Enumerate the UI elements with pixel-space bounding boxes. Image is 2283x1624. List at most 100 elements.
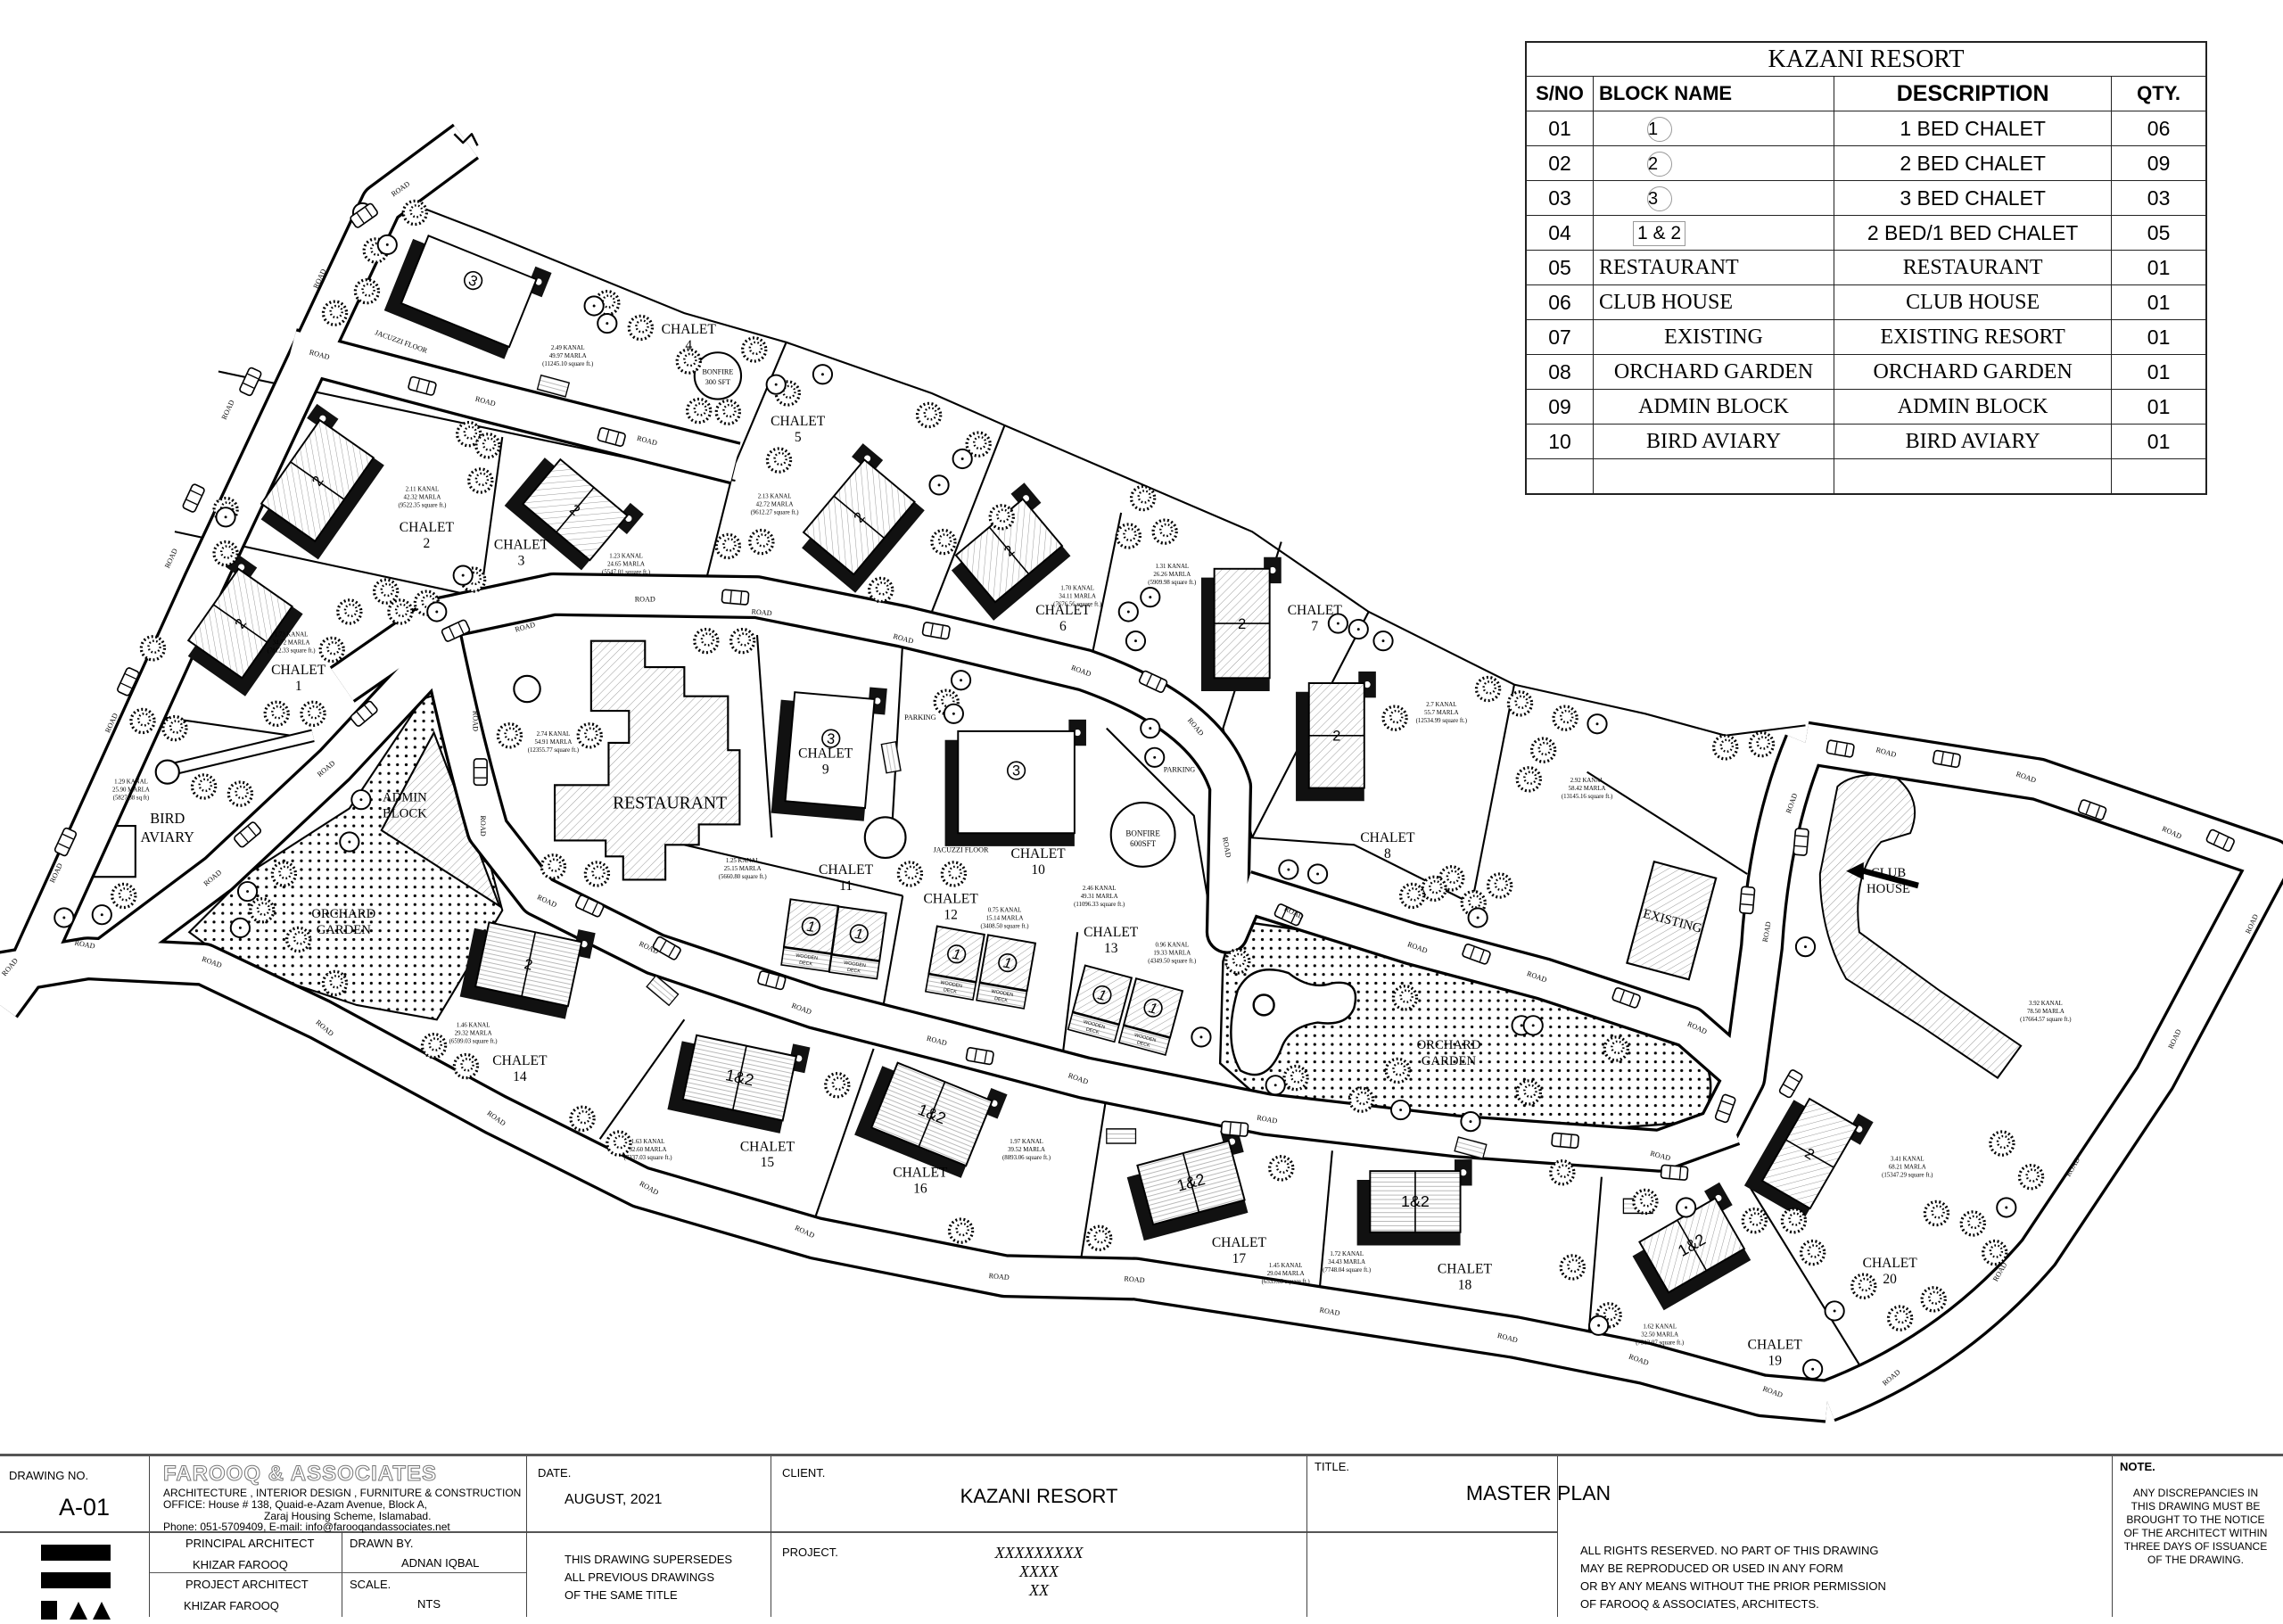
- plot-area-marla: 42.72 MARLA: [756, 502, 794, 508]
- plot-area-kanal: 2.49 KANAL: [551, 345, 585, 351]
- building-footprint: [978, 934, 1037, 992]
- tree-icon: [1282, 1064, 1309, 1092]
- club-house-building: [1818, 773, 2023, 1079]
- building-outdoor-slab: [667, 1041, 783, 1134]
- car-icon: [1739, 886, 1756, 915]
- row-description: 2 BED/1 BED CHALET: [1834, 215, 2113, 251]
- chalet-building: 3: [944, 719, 1086, 846]
- building-footprint: [784, 691, 876, 810]
- tree-icon: [456, 421, 482, 448]
- road-surface: [286, 331, 740, 482]
- tree-icon: [161, 714, 188, 742]
- row-block-name: 1: [1592, 111, 1835, 146]
- stairs: [1454, 1136, 1488, 1159]
- row-sno: 07: [1525, 319, 1594, 355]
- tree-icon: [2017, 1163, 2045, 1191]
- building-number: 1: [806, 919, 816, 936]
- bonfire-label: BONFIRE: [702, 368, 733, 376]
- row-qty: 01: [2111, 284, 2207, 320]
- chalet-building: 3: [383, 235, 552, 359]
- building-outdoor-slab: [504, 458, 590, 571]
- building-outdoor-slab: [802, 501, 925, 593]
- car-icon: [652, 936, 681, 960]
- rights-line-1: ALL RIGHTS RESERVED. NO PART OF THIS DRA…: [1580, 1544, 1879, 1557]
- plot-area-marla: 68.21 MARLA: [1889, 1165, 1926, 1171]
- plot-area-marla: 34.43 MARLA: [1328, 1259, 1365, 1265]
- plot-area-sqft: (5827.88 sq ft): [113, 796, 149, 802]
- chalet-number: 12: [944, 908, 957, 923]
- car-icon: [1714, 1093, 1736, 1124]
- plot-boundary-line: [734, 342, 787, 464]
- plot-area-marla: 34.11 MARLA: [1059, 593, 1096, 599]
- row-block-name: RESTAURANT: [1592, 250, 1835, 285]
- orchard-garden-label: ORCHARD: [1417, 1038, 1481, 1052]
- stairs: [880, 741, 902, 774]
- plot-area-marla: 55.7 MARLA: [1424, 710, 1458, 716]
- tree-icon: [372, 578, 400, 605]
- bonfire-size: 600SFT: [1130, 839, 1156, 848]
- car-icon: [239, 367, 262, 397]
- shrub-icon: [1794, 936, 1817, 958]
- header-description: DESCRIPTION: [1834, 76, 2113, 111]
- row-block-name: 1 & 2: [1592, 215, 1835, 251]
- plot-area-kanal: 2.7 KANAL: [1426, 702, 1456, 708]
- building-outdoor-slab: [1356, 1179, 1461, 1246]
- wooden-deck-label: WOODEN: [940, 980, 963, 989]
- plot-area-kanal: 1.31 KANAL: [1155, 564, 1189, 570]
- shrub-icon: [426, 601, 448, 622]
- row-qty: 01: [2111, 319, 2207, 355]
- plot-area-sqft: (7337.03 square ft.): [624, 1155, 672, 1161]
- chalet-label: CHALET: [400, 520, 455, 535]
- chalet-number: 7: [1311, 619, 1318, 634]
- existing-resort-building: [1626, 860, 1718, 981]
- car-icon: [1793, 828, 1809, 856]
- tree-icon: [1886, 1305, 1914, 1331]
- row-qty: 01: [2111, 354, 2207, 390]
- chalet-label: CHALET: [662, 322, 717, 337]
- tree-icon: [988, 504, 1015, 531]
- chalet-label: CHALET: [494, 538, 549, 553]
- shrub-icon: [583, 295, 605, 317]
- tree-icon: [965, 431, 992, 458]
- row-description: ORCHARD GARDEN: [1834, 354, 2113, 390]
- chalet-label: CHALET: [771, 414, 826, 429]
- building-number: 1: [1147, 1000, 1158, 1018]
- project-line-3: XX: [1029, 1581, 1049, 1599]
- wooden-deck-label: DECK: [1136, 1040, 1150, 1049]
- plot-boundary-line: [1091, 512, 1123, 656]
- shrub-icon: [1467, 907, 1488, 928]
- chalet-label: CHALET: [1438, 1261, 1493, 1276]
- road-surface: [1802, 723, 2283, 1420]
- building-number: 1: [1096, 986, 1108, 1004]
- tree-icon: [1603, 1035, 1629, 1062]
- rights-line-3: OR BY ANY MEANS WITHOUT THE PRIOR PERMIS…: [1580, 1579, 1886, 1593]
- plot-area-kanal: 1.23 KANAL: [609, 554, 643, 560]
- road-label: ROAD: [472, 711, 480, 731]
- chalet-number: 1: [295, 679, 302, 694]
- shrub-icon: [339, 831, 360, 853]
- building-outdoor-slab: [1743, 1100, 1810, 1220]
- bird-aviary-label: BIRD: [150, 810, 185, 827]
- row-qty: 05: [2111, 215, 2207, 251]
- plot-boundary-line: [1469, 684, 1516, 911]
- plot-area-sqft: (7676.56 square ft.): [1053, 601, 1101, 607]
- chalet-label: CHALET: [1288, 603, 1343, 618]
- plot-area-kanal: 1.46 KANAL: [457, 1022, 490, 1028]
- plot-area-sqft: (5547.01 square ft.): [602, 570, 650, 576]
- chalet-building: 2: [1296, 671, 1376, 802]
- parking-label: PARKING: [904, 713, 936, 721]
- shrub-icon: [1125, 631, 1147, 652]
- plot-area-kanal: 2.74 KANAL: [537, 731, 571, 738]
- chalet-building: 2: [1200, 556, 1282, 691]
- shrub-icon: [1278, 859, 1299, 880]
